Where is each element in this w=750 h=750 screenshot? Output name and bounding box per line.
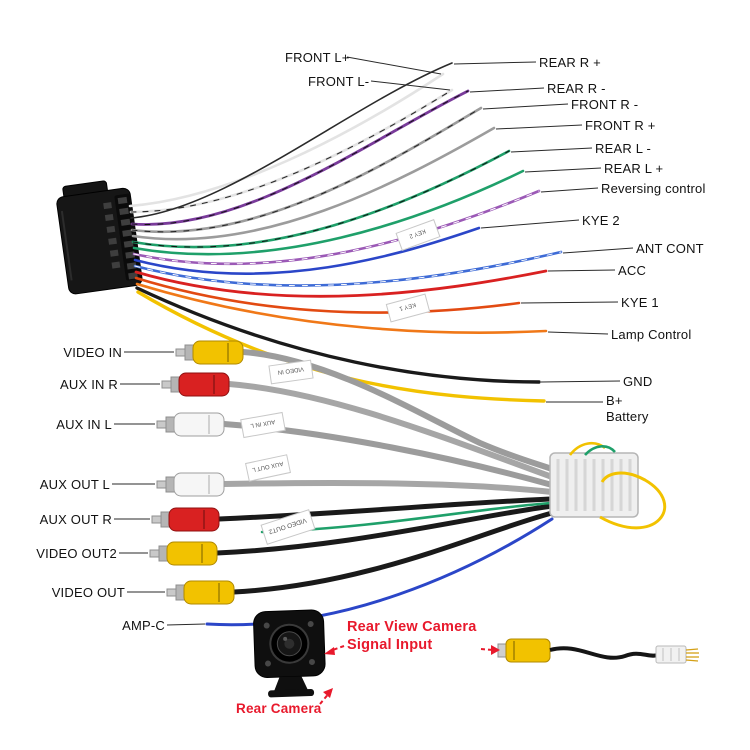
cable-video-out: [231, 510, 555, 595]
label-front-l-plus: FRONT L+: [285, 50, 350, 65]
label-signal-input: Signal Input: [347, 637, 433, 653]
wire-acc: [134, 269, 548, 298]
wire-yellow-loop: [599, 471, 667, 530]
label-b-plus: B+: [606, 393, 623, 408]
label-rear-r-plus: REAR R +: [539, 55, 601, 70]
label-aux-out-l: AUX OUT L: [39, 477, 110, 492]
wire-front-l-plus: [128, 72, 445, 208]
cable-video-out2: [214, 503, 555, 556]
red-arrows: [319, 645, 500, 705]
wire-kye1: [134, 276, 521, 314]
arrowhead-right: [491, 645, 500, 655]
label-acc: ACC: [618, 263, 647, 278]
label-ant-cont: ANT CONT: [636, 241, 704, 256]
wire-tag: VIDEO IN: [268, 359, 314, 385]
rca-plug-video-out: [166, 580, 235, 605]
cable-aux-in-r: [226, 381, 555, 480]
wire-tag-group: KEY 2 KEY 1 VIDEO IN AUX IN L AUX OUT L …: [240, 219, 441, 545]
wire-tag: VIDEO OUT2: [260, 509, 316, 545]
camera-led: [265, 660, 272, 667]
wire-green-stub: [584, 445, 616, 456]
label-gnd: GND: [623, 374, 653, 389]
label-lamp-control: Lamp Control: [611, 327, 692, 342]
rca-plug-video-out2: [149, 541, 218, 566]
rca-plug-aux-out-r: [151, 507, 220, 532]
wire-tag-text: KEY 1: [398, 301, 417, 311]
label-aux-in-r: AUX IN R: [60, 377, 118, 392]
rca-plug-aux-in-l: [156, 412, 225, 437]
wire-rear-l-minus: [131, 149, 511, 249]
camera-led: [263, 622, 270, 629]
wire-front-r-minus: [130, 106, 483, 234]
wire-kye2: [133, 226, 481, 275]
wire-rear-r-minus: [130, 89, 470, 226]
label-reversing-control: Reversing control: [601, 181, 706, 196]
label-rear-l-plus: REAR L +: [604, 161, 664, 176]
camera-bracket: [273, 676, 308, 692]
label-front-l-minus: FRONT L-: [308, 74, 370, 89]
connector-slots: [556, 459, 632, 511]
connector-pins: [103, 196, 138, 280]
rca-plug-aux-in-r: [161, 372, 230, 397]
arrowhead-left: [324, 647, 335, 655]
label-video-in: VIDEO IN: [63, 345, 122, 360]
plug-pins: [685, 648, 699, 662]
rca-plug-video-in: [175, 340, 244, 365]
label-rear-r-minus: REAR R -: [547, 81, 606, 96]
label-amp-c: AMP-C: [122, 618, 165, 633]
iso-connector-block: [56, 180, 143, 295]
wire-gnd: [135, 286, 541, 384]
cable-aux-out-l: [221, 479, 555, 495]
cable-aux-out-r: [216, 496, 555, 522]
rca-plugs: [149, 340, 244, 605]
wire-rear-l-plus: [132, 169, 525, 256]
wire-tag: KEY 2: [395, 219, 441, 251]
arrowhead-up: [323, 688, 333, 698]
label-video-out2: VIDEO OUT2: [36, 546, 117, 561]
label-rear-l-minus: REAR L -: [595, 141, 652, 156]
wire-tag-text: KEY 2: [408, 227, 427, 239]
label-rear-view-camera: Rear View Camera: [347, 619, 477, 635]
label-front-r-minus: FRONT R -: [571, 97, 639, 112]
label-aux-in-l: AUX IN L: [56, 417, 112, 432]
harness-connector-white: [549, 441, 667, 530]
label-kye-2: KYE 2: [582, 213, 620, 228]
wire-rear-r-plus: [130, 62, 453, 219]
rear-camera: [253, 609, 326, 698]
wire-front-r-plus: [131, 126, 496, 241]
camera-rca-yellow: [505, 638, 551, 663]
camera-led: [308, 658, 315, 665]
label-aux-out-r: AUX OUT R: [39, 512, 112, 527]
label-front-r-plus: FRONT R +: [585, 118, 656, 133]
wire-lamp-control: [135, 282, 548, 334]
label-rear-camera: Rear Camera: [236, 701, 322, 716]
camera-rca-pigtail: [497, 638, 699, 664]
wire-tag: KEY 1: [385, 293, 431, 323]
label-kye-1: KYE 1: [621, 295, 659, 310]
wire-tag: AUX IN L: [240, 411, 286, 439]
label-video-out: VIDEO OUT: [51, 585, 125, 600]
wire-tag: AUX OUT L: [244, 454, 292, 482]
leader-lines: [112, 56, 634, 626]
rca-plug-aux-out-l: [156, 472, 225, 497]
wire-fan: [128, 62, 563, 403]
label-battery: Battery: [606, 409, 649, 424]
wire-tag-text: AUX IN L: [249, 418, 275, 428]
camera-led: [307, 620, 314, 627]
rca-cables: [205, 349, 555, 627]
wire-tag-text: VIDEO IN: [277, 365, 304, 375]
camera-cable: [549, 646, 659, 660]
